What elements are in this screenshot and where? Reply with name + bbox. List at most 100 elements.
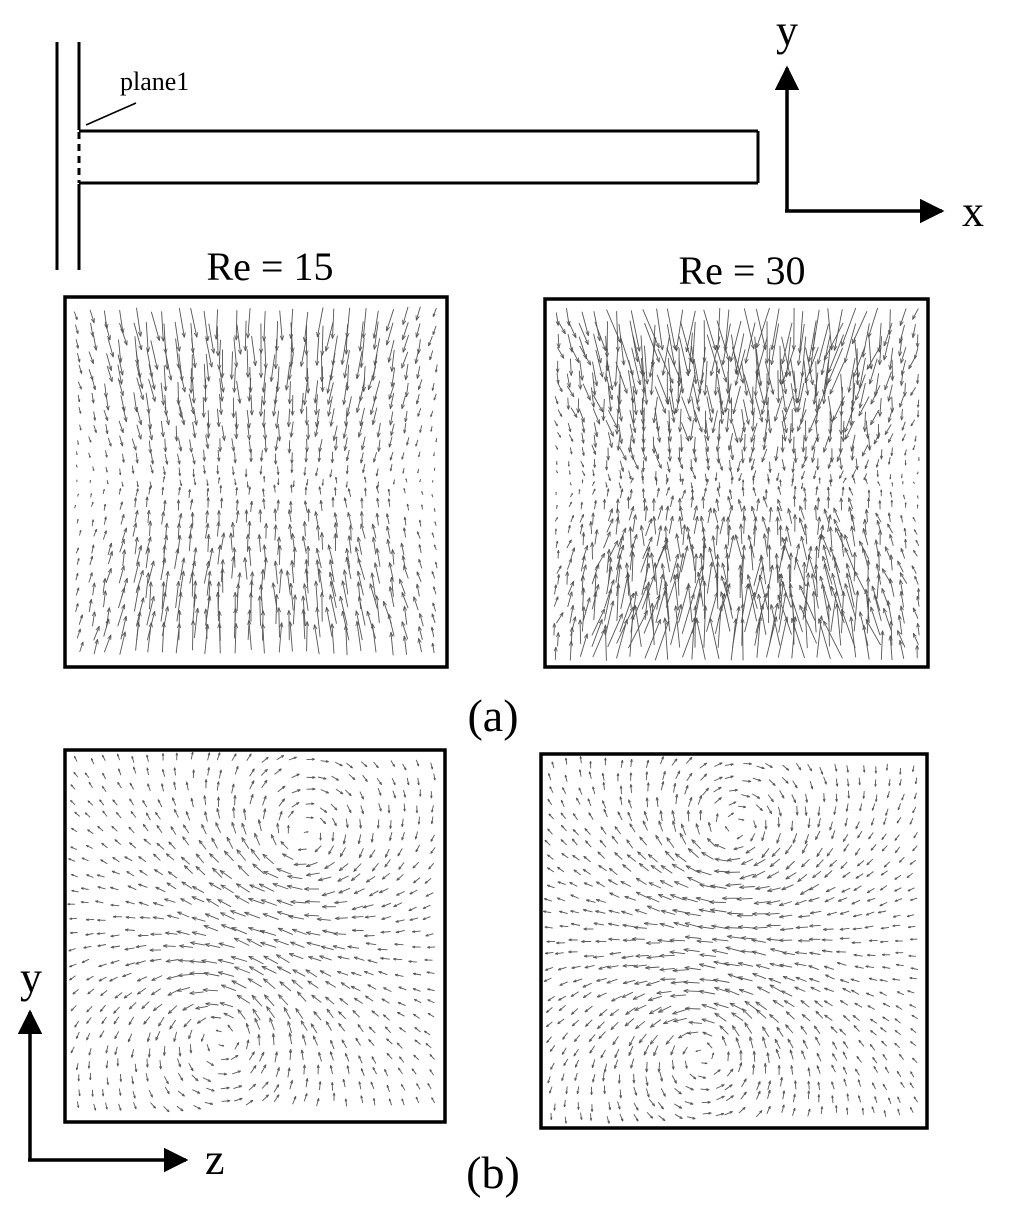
velocity-vector-head — [570, 640, 574, 646]
velocity-vector-head — [150, 595, 155, 601]
velocity-vector — [388, 339, 395, 363]
velocity-vector-head — [209, 570, 212, 576]
velocity-vector-head — [248, 423, 251, 429]
velocity-vector-head — [136, 484, 139, 488]
velocity-vector-head — [304, 568, 307, 574]
velocity-vector-head — [386, 340, 390, 346]
velocity-vector — [132, 522, 137, 537]
velocity-vector — [139, 869, 148, 876]
velocity-vector — [554, 646, 557, 660]
velocity-vector — [679, 408, 682, 433]
velocity-vector-head — [608, 488, 610, 492]
velocity-vector-head — [391, 382, 395, 387]
velocity-vector — [102, 578, 106, 594]
velocity-vector-head — [344, 349, 347, 355]
velocity-vector — [307, 368, 309, 394]
velocity-vector — [165, 522, 168, 539]
velocity-vector-head — [858, 611, 861, 617]
velocity-vector-head — [197, 608, 200, 614]
velocity-vector — [219, 378, 223, 402]
velocity-vector — [302, 535, 307, 554]
velocity-vector-head — [374, 562, 378, 568]
velocity-vector-head — [329, 581, 332, 587]
velocity-vector-head — [178, 592, 182, 597]
velocity-vector — [386, 526, 391, 539]
velocity-vector — [691, 470, 696, 479]
velocity-vector-head — [580, 575, 584, 581]
velocity-vector — [133, 561, 140, 583]
velocity-vector-head — [651, 448, 655, 454]
velocity-vector-head — [770, 359, 772, 365]
velocity-vector — [335, 436, 338, 451]
velocity-vector-head — [342, 569, 345, 575]
velocity-vector-head — [276, 607, 280, 613]
velocity-vector — [372, 523, 377, 539]
velocity-vector-head — [707, 507, 712, 513]
velocity-vector-head — [762, 444, 765, 450]
velocity-vector — [231, 351, 233, 380]
velocity-vector-head — [123, 341, 128, 346]
velocity-vector — [619, 488, 623, 499]
velocity-vector-head — [262, 610, 266, 616]
velocity-vector-head — [290, 410, 293, 416]
velocity-vector-head — [705, 447, 709, 453]
velocity-vector-head — [807, 581, 810, 587]
velocity-vector-head — [717, 487, 720, 491]
velocity-vector-head — [233, 547, 237, 553]
velocity-vector — [361, 511, 363, 525]
velocity-vector — [804, 606, 808, 649]
velocity-vector-head — [652, 516, 655, 522]
velocity-vector-head — [619, 476, 622, 480]
velocity-vector — [347, 512, 352, 526]
velocity-vector — [569, 605, 574, 624]
velocity-vector — [389, 411, 394, 426]
velocity-vector-head — [733, 535, 735, 541]
velocity-vector-head — [304, 500, 308, 505]
velocity-vector-head — [294, 546, 297, 553]
velocity-vector-head — [699, 592, 702, 598]
velocity-vector-head — [844, 434, 847, 440]
velocity-vector-head — [594, 432, 598, 438]
velocity-vector — [830, 590, 838, 632]
velocity-vector-head — [387, 538, 391, 544]
velocity-vector-head — [139, 395, 144, 401]
velocity-vector-head — [341, 360, 345, 365]
velocity-vector — [189, 499, 193, 510]
velocity-vector-head — [400, 542, 402, 548]
velocity-vector-head — [292, 347, 295, 353]
velocity-vector — [291, 533, 295, 551]
velocity-vector-head — [152, 460, 155, 465]
velocity-vector-head — [685, 437, 690, 442]
velocity-vector-head — [192, 474, 195, 478]
velocity-vector — [656, 422, 661, 443]
velocity-vector-head — [730, 467, 732, 472]
velocity-vector-head — [690, 435, 694, 441]
velocity-vector — [288, 509, 292, 523]
velocity-vector-head — [131, 470, 134, 474]
velocity-vector — [756, 307, 770, 349]
velocity-vector-head — [148, 509, 151, 515]
velocity-vector-head — [326, 606, 330, 612]
velocity-vector-head — [650, 602, 653, 608]
velocity-vector-head — [734, 368, 737, 374]
velocity-vector-head — [247, 545, 250, 551]
velocity-vector-head — [415, 359, 419, 364]
velocity-vector-head — [665, 537, 669, 542]
velocity-vector-head — [201, 412, 205, 418]
velocity-vector-head — [572, 616, 576, 621]
velocity-vector-head — [618, 613, 623, 618]
velocity-vector-head — [739, 378, 744, 384]
velocity-vector — [216, 521, 220, 537]
velocity-vector-head — [76, 453, 78, 456]
velocity-vector-head — [217, 610, 220, 616]
velocity-vector — [654, 407, 659, 432]
velocity-vector — [329, 594, 337, 624]
velocity-vector-head — [571, 547, 575, 552]
velocity-vector — [630, 310, 641, 352]
velocity-vector-head — [807, 390, 810, 396]
velocity-vector — [641, 397, 644, 425]
velocity-vector — [641, 386, 646, 415]
velocity-vector — [567, 320, 577, 338]
velocity-vector-head — [401, 555, 404, 561]
velocity-vector — [120, 616, 127, 640]
